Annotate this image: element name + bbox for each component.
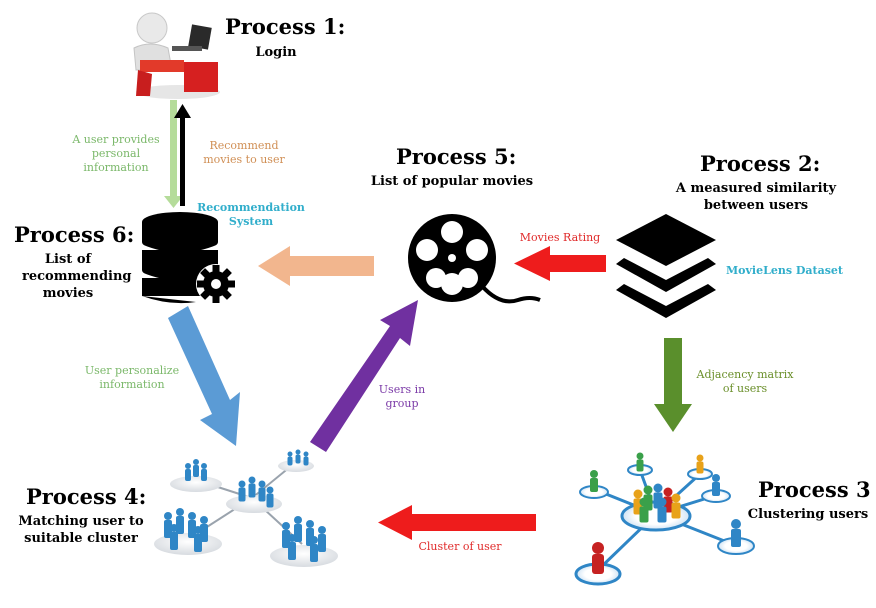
process2-title: Process 2: <box>700 151 821 176</box>
process4-line-1: Matching user to <box>18 514 144 529</box>
user-provides-line-1: A user provides <box>72 133 160 146</box>
process4-subtitle: Matching user to suitable cluster <box>16 513 146 547</box>
adjacency-line-2: of users <box>722 382 768 395</box>
user-provides-label: A user provides personal information <box>64 133 168 175</box>
users-group-line-1: Users in <box>378 383 426 396</box>
personalize-line-1: User personalize <box>84 364 180 377</box>
adjacency-matrix-label: Adjacency matrix of users <box>690 368 800 396</box>
adjacency-line-1: Adjacency matrix <box>696 368 794 381</box>
provide-info-arrow <box>164 100 183 208</box>
cluster-of-user-label: Cluster of user <box>418 540 502 553</box>
recommend-movies-label: Recommend movies to user <box>196 139 292 167</box>
process4-line-2: suitable cluster <box>24 531 138 546</box>
process3-subtitle: Clustering users <box>747 507 869 522</box>
adjacency-matrix-arrow <box>654 338 692 432</box>
process1-subtitle: Login <box>255 45 297 60</box>
users-in-group-arrow <box>310 300 418 452</box>
personalize-info-arrow <box>168 306 240 446</box>
people-groups-network-icon <box>154 449 338 567</box>
process3-title: Process 3 <box>758 477 871 502</box>
process1-title: Process 1: <box>225 14 346 39</box>
user-provides-line-2: personal <box>91 147 141 160</box>
user-cluster-network-icon <box>574 452 755 586</box>
users-group-line-2: group <box>385 397 419 410</box>
layers-stack-icon <box>616 214 716 318</box>
rec-system-line-1: Recommendation <box>197 201 305 214</box>
process2-subtitle: A measured similarity between users <box>664 180 848 214</box>
rec-system-line-2: System <box>228 215 274 228</box>
process6-line-3: movies <box>42 286 94 301</box>
movies-rating-arrow <box>514 246 606 281</box>
process5-title: Process 5: <box>396 144 517 169</box>
user-at-computer-icon <box>133 12 220 99</box>
process6-line-2: recommending <box>22 269 132 284</box>
recommend-line-1: Recommend <box>209 139 279 152</box>
recommend-line-2: movies to user <box>203 153 285 166</box>
process4-title: Process 4: <box>26 484 147 509</box>
process6-line-1: List of <box>44 252 92 267</box>
process6-subtitle: List of recommending movies <box>22 251 132 302</box>
cluster-of-user-arrow <box>378 505 536 540</box>
process2-line-2: between users <box>703 198 809 213</box>
user-personalize-label: User personalize information <box>76 364 188 392</box>
database-gear-icon <box>141 212 236 304</box>
popular-movies-arrow <box>258 246 374 286</box>
process5-subtitle: List of popular movies <box>370 174 534 189</box>
recommend-arrow <box>174 104 191 206</box>
user-provides-line-3: information <box>83 161 149 174</box>
movies-rating-label: Movies Rating <box>519 231 601 244</box>
movielens-dataset-label: MovieLens Dataset <box>726 264 843 277</box>
process6-title: Process 6: <box>14 222 135 247</box>
film-reel-icon <box>408 214 541 304</box>
process2-line-1: A measured similarity <box>675 181 837 196</box>
users-in-group-label: Users in group <box>372 383 432 411</box>
personalize-line-2: information <box>99 378 165 391</box>
recommendation-system-label: Recommendation System <box>196 201 306 229</box>
